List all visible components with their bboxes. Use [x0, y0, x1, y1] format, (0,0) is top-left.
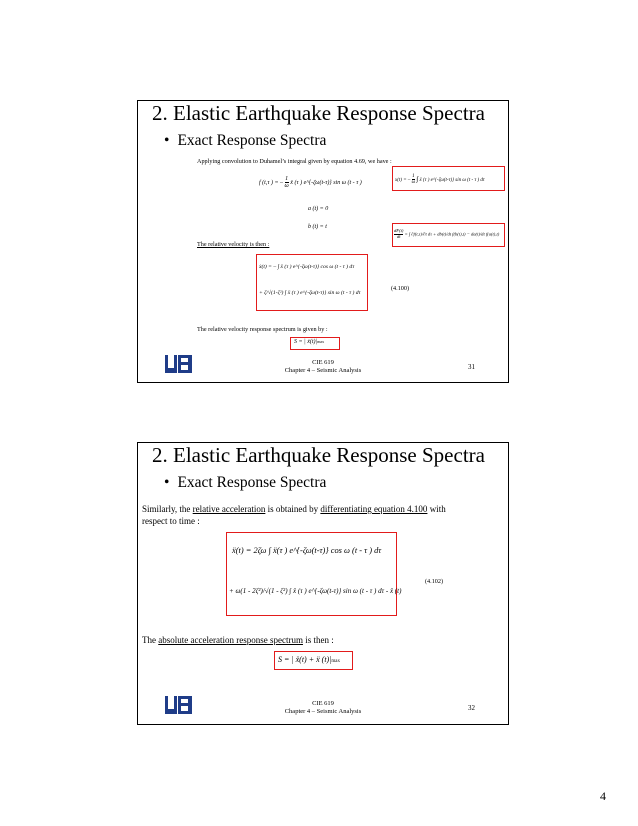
- intro-text-line2: respect to time :: [142, 516, 200, 526]
- equation-sv-text: S = | ẋ(t)|: [294, 339, 318, 345]
- bullet-text: Exact Response Spectra: [177, 132, 327, 149]
- leibniz-fraction: dF(t)dt: [394, 228, 404, 239]
- equation-sa-text: S = | ẍ(t) + ẍ (t)|: [278, 655, 332, 664]
- equation-acceleration-line2: + ω(1 - 2ζ²)/√(1 - ζ²) ∫ ẍ (τ ) e^{-ζω(t…: [229, 587, 402, 595]
- highlight-box-sa: [274, 651, 353, 670]
- slide-number: 32: [468, 704, 475, 712]
- bullet-dot-icon: •: [164, 132, 170, 149]
- bullet-dot-icon: •: [164, 474, 170, 491]
- intro-text: Similarly, the relative acceleration is …: [142, 504, 446, 514]
- intro-text: Applying convolution to Duhamel’s integr…: [197, 158, 392, 165]
- equation-x-left: x(t) = –: [395, 177, 411, 183]
- slide-bullet: • Exact Response Spectra: [164, 474, 326, 492]
- equation-sv: S = | ẋ(t)|max: [294, 339, 325, 345]
- frac-num: 1: [284, 176, 289, 184]
- equation-leibniz: dF(t)dt = ∫ ∂f(t,τ)/∂t dτ + db(t)/dt f(b…: [394, 228, 500, 240]
- spectrum-intro: The relative velocity response spectrum …: [197, 326, 328, 333]
- frac-den: ω: [284, 183, 289, 190]
- slide-32: 2. Elastic Earthquake Response Spectra •…: [137, 442, 509, 725]
- equation-number: (4.100): [391, 285, 410, 292]
- equation-x-right: ẍ (τ ) e^{-ζω(t-τ)} sin ω (t - τ ) dτ: [419, 177, 485, 183]
- footer-course: CIE 619: [312, 359, 334, 366]
- highlight-box-sv: [290, 337, 340, 350]
- slide-bullet: • Exact Response Spectra: [164, 132, 326, 150]
- equation-velocity-line1: ẋ(t) = – ∫ ẍ (τ ) e^{-ζω(t-τ)} cos ω (t …: [259, 264, 355, 270]
- equation-leibniz-right: = ∫ ∂f(t,τ)/∂t dτ + db(t)/dt f(b(t),t) −…: [404, 231, 500, 237]
- equation-f-right: ẍ (τ ) e^{-ζω(t-τ)} sin ω (t - τ ): [290, 180, 362, 187]
- highlight-box-acceleration: [226, 532, 397, 616]
- equation-acceleration-line1: ẍ(t) = 2ζω ∫ ẍ(τ ) e^{-ζω(t-τ)} cos ω (t…: [232, 546, 382, 555]
- footer-chapter: Chapter 4 – Seismic Analysis: [284, 708, 362, 715]
- highlight-box-velocity: [256, 254, 368, 311]
- velocity-intro: The relative velocity is then :: [197, 241, 270, 248]
- slide-footer: CIE 619 Chapter 4 – Seismic Analysis: [138, 359, 508, 375]
- equation-velocity-line2: + ζ/√(1-ζ²) ∫ ẍ (τ ) e^{-ζω(t-τ)} sin ω …: [259, 290, 361, 296]
- highlight-box-leibniz: [392, 223, 505, 247]
- spectrum-intro: The absolute acceleration response spect…: [142, 635, 334, 645]
- integral-icon: ∫: [416, 174, 419, 183]
- highlight-box-displacement: [392, 166, 505, 191]
- equation-a: a (t) = 0: [308, 206, 329, 212]
- footer-course: CIE 619: [312, 700, 334, 707]
- footer-chapter: Chapter 4 – Seismic Analysis: [284, 367, 362, 374]
- slide-31: 2. Elastic Earthquake Response Spectra •…: [137, 100, 509, 383]
- equation-f-left: f (t,τ ) = –: [259, 180, 284, 187]
- slide-title: 2. Elastic Earthquake Response Spectra: [152, 443, 485, 467]
- bullet-text: Exact Response Spectra: [177, 474, 327, 491]
- equation-number: (4.102): [425, 578, 444, 585]
- ub-logo-icon: [165, 355, 192, 373]
- slide-number: 31: [468, 363, 475, 371]
- page-number: 4: [600, 789, 606, 803]
- slide-title: 2. Elastic Earthquake Response Spectra: [152, 101, 485, 125]
- equation-sa: S = | ẍ(t) + ẍ (t)|max: [278, 655, 341, 664]
- ub-logo-icon: [165, 696, 192, 714]
- equation-b: b (t) = t: [308, 224, 327, 230]
- slide-footer: CIE 619 Chapter 4 – Seismic Analysis: [138, 700, 508, 716]
